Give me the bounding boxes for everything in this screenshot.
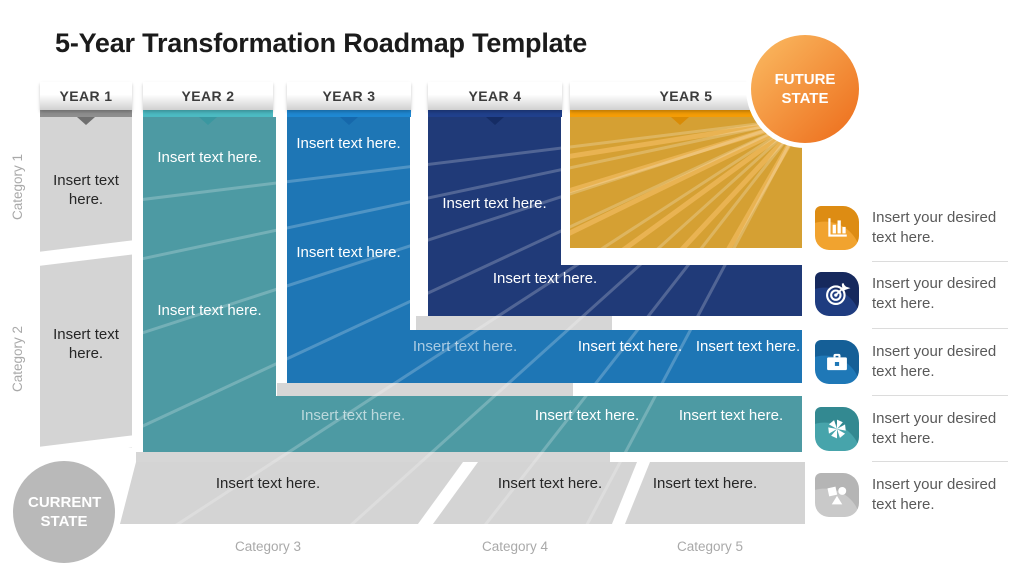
sidebar-divider bbox=[872, 395, 1008, 396]
tab-year-2[interactable]: YEAR 2 bbox=[143, 82, 273, 110]
text-placeholder[interactable]: Insert text here. bbox=[492, 270, 598, 287]
gray-track-strip bbox=[136, 452, 610, 462]
target-glyph bbox=[826, 283, 851, 305]
text-placeholder[interactable]: Insert text here. bbox=[412, 338, 518, 355]
sidebar-divider bbox=[872, 461, 1008, 462]
year-4-row[interactable] bbox=[561, 265, 802, 316]
category-2-label: Category 2 bbox=[10, 325, 25, 393]
year-4-accent-strip bbox=[428, 110, 562, 117]
briefcase-icon[interactable] bbox=[815, 340, 859, 384]
year-1-column[interactable] bbox=[40, 117, 132, 448]
sidebar-text-5[interactable]: Insert your desired text here. bbox=[872, 476, 997, 513]
category-5-label: Category 5 bbox=[676, 539, 744, 554]
text-placeholder[interactable]: Insert text here. bbox=[215, 475, 321, 492]
tab-year-1[interactable]: YEAR 1 bbox=[40, 82, 132, 110]
aperture-glyph bbox=[828, 419, 846, 439]
sidebar-divider bbox=[872, 328, 1008, 329]
text-placeholder[interactable]: Insert text here. bbox=[534, 407, 640, 424]
year-2-row[interactable] bbox=[276, 396, 802, 452]
text-placeholder[interactable]: Insert text here. bbox=[157, 149, 262, 166]
gray-track-strip bbox=[416, 316, 612, 330]
text-placeholder[interactable]: Insert text here. bbox=[652, 475, 758, 492]
bar-chart-icon[interactable] bbox=[815, 206, 859, 250]
sidebar-text-2[interactable]: Insert your desired text here. bbox=[872, 275, 997, 312]
text-placeholder[interactable]: Insert text here. bbox=[296, 135, 401, 152]
sidebar-text-3[interactable]: Insert your desired text here. bbox=[872, 343, 997, 380]
target-icon[interactable] bbox=[815, 272, 859, 316]
year-4-pointer-icon bbox=[486, 117, 504, 125]
text-placeholder[interactable]: Insert text here. bbox=[497, 475, 603, 492]
text-placeholder[interactable]: Insert text here. bbox=[157, 302, 262, 319]
tab-year-3[interactable]: YEAR 3 bbox=[287, 82, 411, 110]
year-3-row[interactable] bbox=[410, 330, 802, 383]
year-2-accent-strip bbox=[143, 110, 273, 117]
shapes-icon[interactable] bbox=[815, 473, 859, 517]
year-1-accent-strip bbox=[40, 110, 132, 117]
text-placeholder[interactable]: Insert text here. bbox=[577, 338, 683, 355]
year-3-column[interactable] bbox=[287, 117, 410, 383]
sidebar-text-4[interactable]: Insert your desired text here. bbox=[872, 410, 997, 447]
category-3-label: Category 3 bbox=[234, 539, 302, 554]
year-2-pointer-icon bbox=[199, 117, 217, 125]
gray-track-strip bbox=[277, 383, 573, 396]
text-placeholder[interactable]: Insert text here. bbox=[695, 338, 801, 355]
shapes-glyph bbox=[827, 486, 847, 505]
year-1-pointer-icon bbox=[77, 117, 95, 125]
text-placeholder[interactable]: Insert text here. bbox=[300, 407, 406, 424]
category-1-label: Category 1 bbox=[10, 153, 25, 221]
year-2-column[interactable] bbox=[143, 117, 276, 452]
future-state-label: FUTURE STATE bbox=[774, 71, 836, 107]
current-state-label: CURRENT STATE bbox=[28, 494, 102, 530]
year-3-accent-strip bbox=[287, 110, 411, 117]
briefcase-glyph bbox=[827, 353, 847, 371]
text-placeholder[interactable]: Insert text here. bbox=[442, 195, 547, 212]
current-state-badge[interactable]: CURRENT STATE bbox=[8, 456, 120, 568]
bar-chart-glyph bbox=[828, 218, 847, 237]
slide-title: 5-Year Transformation Roadmap Template bbox=[55, 28, 588, 58]
tab-year-4[interactable]: YEAR 4 bbox=[428, 82, 562, 110]
text-placeholder[interactable]: Insert text here. bbox=[678, 407, 784, 424]
category-4-label: Category 4 bbox=[481, 539, 549, 554]
aperture-icon[interactable] bbox=[815, 407, 859, 451]
text-placeholder[interactable]: Insert text here. bbox=[53, 326, 119, 362]
year-5-accent-strip bbox=[570, 110, 802, 117]
text-placeholder[interactable]: Insert text here. bbox=[296, 244, 401, 261]
sidebar-text-1[interactable]: Insert your desired text here. bbox=[872, 209, 997, 246]
sidebar-divider bbox=[872, 261, 1008, 262]
future-state-badge[interactable]: FUTURE STATE bbox=[746, 30, 864, 148]
text-placeholder[interactable]: Insert text here. bbox=[53, 172, 119, 208]
year-5-pointer-icon bbox=[671, 117, 689, 125]
year-4-column[interactable] bbox=[428, 117, 561, 316]
year-5-block[interactable] bbox=[570, 117, 802, 248]
year-3-pointer-icon bbox=[340, 117, 358, 125]
